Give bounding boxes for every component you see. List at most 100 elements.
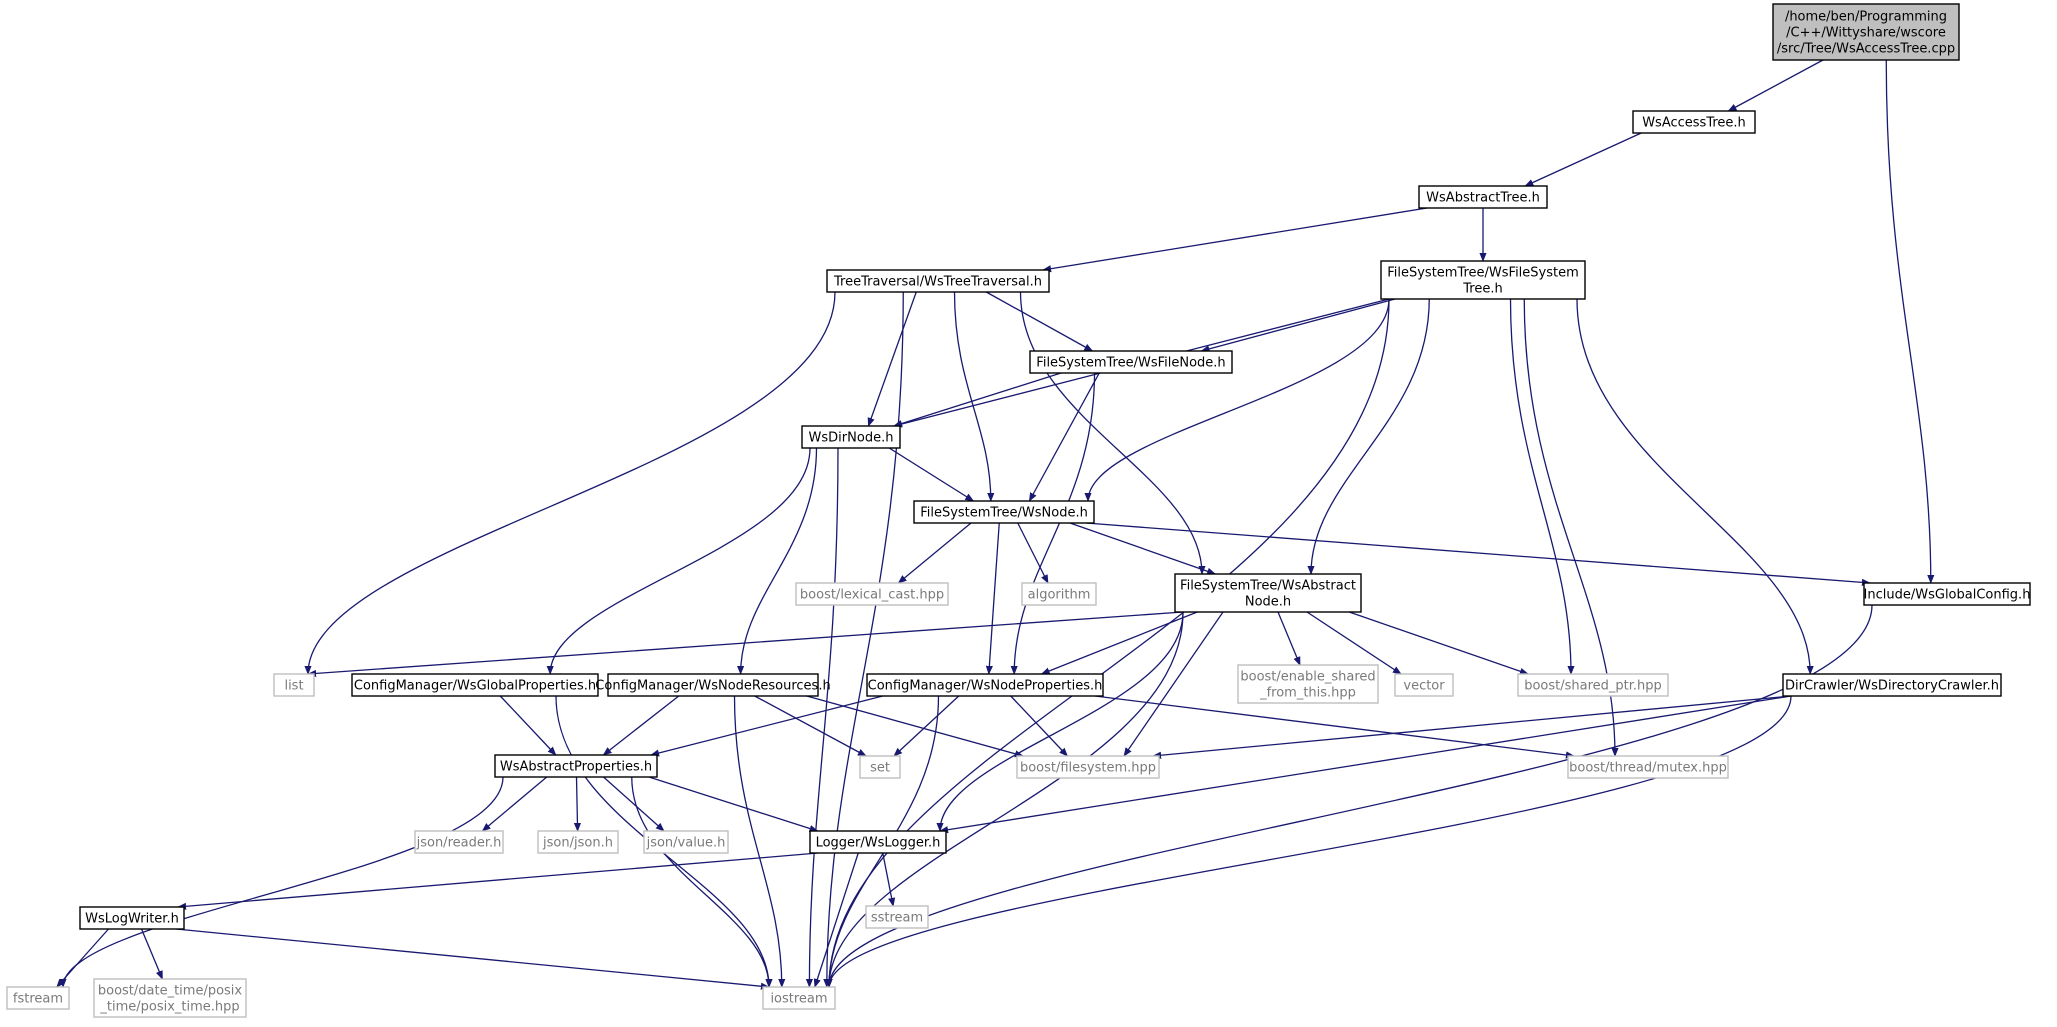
edge-wsnoderesources_h-to-iostream xyxy=(733,695,786,988)
node-posix_time: boost/date_time/posix_time/posix_time.hp… xyxy=(93,978,247,1018)
node-fstream: fstream xyxy=(6,986,70,1010)
node-root[interactable]: /home/ben/Programming/C++/Wittyshare/wsc… xyxy=(1772,3,1960,61)
edge-wsnode_h-to-wsnodeproperties_h xyxy=(985,522,1000,675)
node-box-wslogger_h xyxy=(809,830,947,854)
node-wslogwriter_h[interactable]: WsLogWriter.h xyxy=(79,906,185,930)
edge-filesystemtree_h-to-shared_ptr xyxy=(1509,298,1575,675)
node-label-sstream-line-0: sstream xyxy=(871,911,923,926)
edge-wsnodeproperties_h-to-filesystem_hpp xyxy=(1010,695,1069,757)
node-box-wsdirnode_h xyxy=(801,425,901,449)
node-label-json_value-line-0: json/value.h xyxy=(646,836,726,851)
node-label-wsdirnode_h-line-0: WsDirNode.h xyxy=(809,431,894,446)
edge-wsdirnode_h-to-wsglobalproperties_h xyxy=(546,447,811,675)
node-box-wsglobalconfig_h xyxy=(1863,582,2031,606)
edge-treetraversal_h-to-list xyxy=(304,291,836,675)
node-label-wsabstractnode_h-line-0: FileSystemTree/WsAbstract xyxy=(1180,579,1356,594)
node-label-wsaccesstree_h-line-0: WsAccessTree.h xyxy=(1642,116,1746,131)
node-box-list xyxy=(273,673,315,697)
edge-treetraversal_h-to-wsnode_h xyxy=(953,291,995,502)
node-wsglobalproperties_h[interactable]: ConfigManager/WsGlobalProperties.h xyxy=(351,673,599,697)
edge-wsabstractnode_h-to-wslogger_h xyxy=(936,611,1184,832)
edge-wsabstractproperties_h-to-wslogger_h xyxy=(648,776,819,832)
edge-wsglobalproperties_h-to-wsabstractproperties_h xyxy=(499,695,557,756)
node-box-dircrawler_h xyxy=(1782,673,2002,697)
node-box-fstream xyxy=(6,986,70,1010)
node-box-wsfilenode_h xyxy=(1029,350,1233,374)
edge-filesystemtree_h-to-wsfilenode_h xyxy=(1200,298,1396,353)
node-label-wslogwriter_h-line-0: WsLogWriter.h xyxy=(85,912,179,927)
node-list: list xyxy=(273,673,315,697)
dependency-nodes: /home/ben/Programming/C++/Wittyshare/wsc… xyxy=(6,3,2031,1018)
node-box-iostream xyxy=(762,986,836,1010)
node-wsglobalconfig_h[interactable]: Include/WsGlobalConfig.h xyxy=(1863,582,2031,606)
node-shared_ptr: boost/shared_ptr.hpp xyxy=(1517,673,1669,697)
node-box-wsglobalproperties_h xyxy=(351,673,599,697)
node-label-wsglobalproperties_h-line-0: ConfigManager/WsGlobalProperties.h xyxy=(354,679,596,694)
node-wsdirnode_h[interactable]: WsDirNode.h xyxy=(801,425,901,449)
edge-filesystemtree_h-to-wsabstractnode_h xyxy=(1307,298,1430,575)
edge-wsnoderesources_h-to-filesystem_hpp xyxy=(806,695,1024,758)
edge-wsabstractnode_h-to-list xyxy=(307,611,1184,678)
edge-dircrawler_h-to-iostream xyxy=(825,695,1792,988)
edge-wslogger_h-to-wslogwriter_h xyxy=(177,852,819,910)
node-wsnodeproperties_h[interactable]: ConfigManager/WsNodeProperties.h xyxy=(866,673,1104,697)
node-label-filesystem_hpp-line-0: boost/filesystem.hpp xyxy=(1020,761,1156,776)
node-label-set-line-0: set xyxy=(870,761,890,776)
node-wslogger_h[interactable]: Logger/WsLogger.h xyxy=(809,830,947,854)
node-box-wsabstractnode_h xyxy=(1174,573,1362,613)
node-box-wsabstracttree_h xyxy=(1418,185,1548,209)
edge-wsnode_h-to-wsglobalconfig_h xyxy=(1085,522,1871,586)
edge-root-to-wsglobalconfig_h xyxy=(1885,59,1935,584)
node-label-dircrawler_h-line-0: DirCrawler/WsDirectoryCrawler.h xyxy=(1785,679,1999,694)
node-label-wsnoderesources_h-line-0: ConfigManager/WsNodeResources.h xyxy=(595,679,830,694)
edge-wsnoderesources_h-to-set xyxy=(754,695,867,757)
node-box-wslogwriter_h xyxy=(79,906,185,930)
edge-wsabstracttree_h-to-treetraversal_h xyxy=(1042,207,1428,273)
node-wsfilenode_h[interactable]: FileSystemTree/WsFileNode.h xyxy=(1029,350,1233,374)
edge-treetraversal_h-to-wsabstractnode_h xyxy=(1019,291,1206,575)
node-dircrawler_h[interactable]: DirCrawler/WsDirectoryCrawler.h xyxy=(1782,673,2002,697)
node-lexical_cast: boost/lexical_cast.hpp xyxy=(795,582,949,606)
node-label-root-line-0: /home/ben/Programming xyxy=(1785,10,1947,25)
edge-wsglobalconfig_h-to-iostream xyxy=(825,604,1873,988)
node-wsnoderesources_h[interactable]: ConfigManager/WsNodeResources.h xyxy=(595,673,831,697)
node-box-sstream xyxy=(865,905,929,929)
edge-wslogwriter_h-to-fstream xyxy=(56,928,109,988)
edge-wsdirnode_h-to-wsnode_h xyxy=(888,447,975,502)
node-wsaccesstree_h[interactable]: WsAccessTree.h xyxy=(1632,110,1756,134)
edge-wsnodeproperties_h-to-wsabstractproperties_h xyxy=(650,695,883,757)
edge-treetraversal_h-to-iostream xyxy=(823,291,904,988)
edge-treetraversal_h-to-wsdirnode_h xyxy=(867,291,917,427)
node-treetraversal_h[interactable]: TreeTraversal/WsTreeTraversal.h xyxy=(826,269,1050,293)
edge-wsnodeproperties_h-to-mutex_hpp xyxy=(1094,695,1575,759)
edge-wslogger_h-to-sstream xyxy=(882,852,896,907)
node-set: set xyxy=(859,755,901,779)
edge-wsabstractnode_h-to-iostream xyxy=(825,611,1184,988)
node-box-treetraversal_h xyxy=(826,269,1050,293)
node-label-json_reader-line-0: json/reader.h xyxy=(416,836,502,851)
node-wsnode_h[interactable]: FileSystemTree/WsNode.h xyxy=(913,500,1095,524)
edge-treetraversal_h-to-wsfilenode_h xyxy=(985,291,1094,352)
node-label-iostream-line-0: iostream xyxy=(770,992,827,1007)
edge-wsnodeproperties_h-to-set xyxy=(893,695,960,757)
node-box-wsnode_h xyxy=(913,500,1095,524)
edge-wsaccesstree_h-to-wsabstracttree_h xyxy=(1524,132,1642,187)
edge-wsabstractproperties_h-to-json_json xyxy=(573,776,582,832)
node-wsabstractproperties_h[interactable]: WsAbstractProperties.h xyxy=(494,754,658,778)
edge-wsabstractproperties_h-to-iostream xyxy=(631,776,773,988)
node-label-enable_shared-line-1: _from_this.hpp xyxy=(1259,686,1356,701)
node-label-treetraversal_h-line-0: TreeTraversal/WsTreeTraversal.h xyxy=(833,275,1042,290)
node-label-posix_time-line-0: boost/date_time/posix xyxy=(98,984,243,999)
node-label-json_json-line-0: json/json.h xyxy=(542,836,613,851)
node-label-wslogger_h-line-0: Logger/WsLogger.h xyxy=(816,836,941,851)
node-wsabstracttree_h[interactable]: WsAbstractTree.h xyxy=(1418,185,1548,209)
node-label-list-line-0: list xyxy=(284,679,303,694)
node-json_reader: json/reader.h xyxy=(414,830,504,854)
node-box-json_reader xyxy=(414,830,504,854)
node-box-wsnoderesources_h xyxy=(607,673,819,697)
node-box-wsabstractproperties_h xyxy=(494,754,658,778)
node-box-json_json xyxy=(537,830,619,854)
